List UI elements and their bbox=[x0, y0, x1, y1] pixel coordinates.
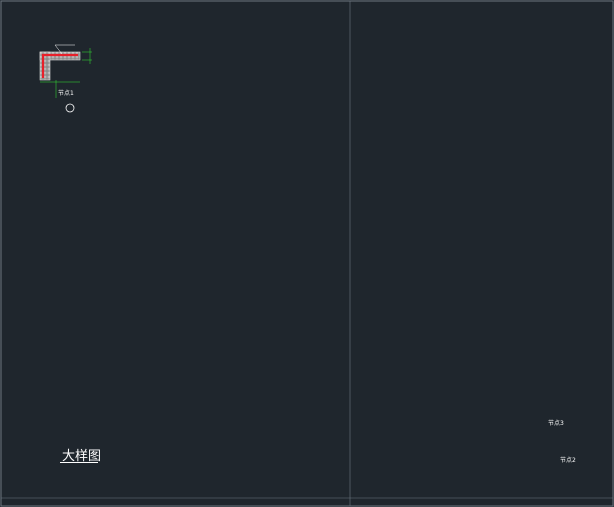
detail-tag-3: 节点3 bbox=[548, 420, 564, 427]
detail-tag-2: 节点2 bbox=[560, 457, 576, 464]
detail-tag-1: 节点1 bbox=[58, 90, 74, 97]
drawing-title: 大样图 bbox=[62, 449, 102, 464]
title-underline bbox=[60, 462, 98, 463]
detail-a bbox=[39, 44, 92, 113]
